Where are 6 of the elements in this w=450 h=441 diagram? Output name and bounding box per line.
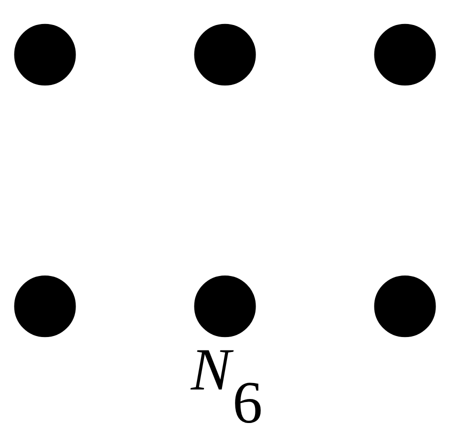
node-circle [194, 276, 256, 338]
node-circle [14, 276, 76, 338]
node-circle [374, 24, 436, 86]
node-circle [14, 24, 76, 86]
node-circle [194, 24, 256, 86]
node-circle [374, 276, 436, 338]
